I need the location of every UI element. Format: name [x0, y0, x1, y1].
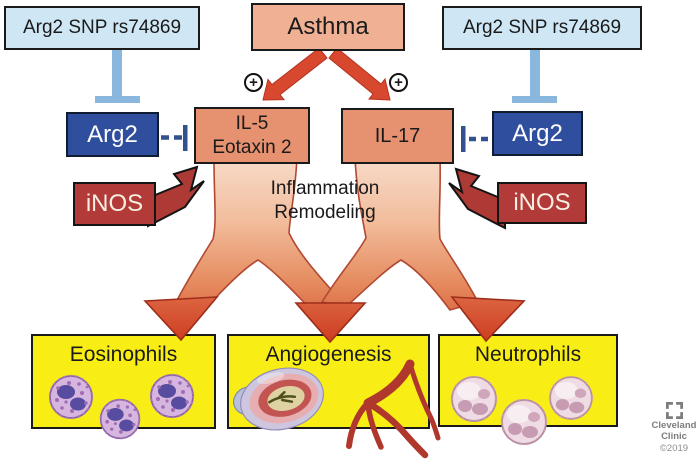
brand-name-line2: Clinic [661, 430, 687, 442]
dashed-inhibit-tbar-left [183, 125, 188, 151]
node-label: Eotaxin 2 [212, 136, 292, 158]
outcome-box-neutrophils: Neutrophils [438, 334, 618, 427]
inhibit-cap-left [95, 96, 140, 103]
remodeling-line: Remodeling [274, 202, 376, 224]
outcome-label-eosinophils: Eosinophils [69, 343, 178, 366]
node-il5-eotaxin2: IL-5 Eotaxin 2 [194, 107, 310, 164]
node-label: Arg2 SNP rs74869 [462, 17, 622, 38]
outcome-box-eosinophils: Eosinophils [31, 334, 216, 429]
inhibit-cap-right [512, 96, 557, 103]
outcome-label-neutrophils: Neutrophils [474, 343, 582, 366]
node-label: iNOS [85, 190, 144, 217]
brand-name-line1: Cleveland [651, 420, 697, 431]
plus-symbol: + [394, 74, 403, 91]
node-label: Asthma [287, 13, 369, 40]
plus-symbol: + [249, 74, 258, 91]
node-arg2-snp-right: Arg2 SNP rs74869 [442, 6, 642, 50]
node-label: IL-17 [374, 124, 421, 147]
inhibit-bar-right [530, 50, 540, 98]
copyright-text: ©2019 [659, 442, 689, 454]
node-arg2-left: Arg2 [66, 112, 159, 157]
cleveland-clinic-logo-icon [665, 402, 683, 419]
outcome-box-angiogenesis: Angiogenesis [227, 334, 430, 429]
outcome-label-angiogenesis: Angiogenesis [265, 343, 392, 366]
inos-arrow-left [147, 165, 205, 228]
inflammation-remodeling-text: Inflammation Remodeling [235, 177, 415, 226]
node-asthma: Asthma [251, 3, 405, 51]
node-label: Arg2 [87, 120, 138, 148]
dashed-inhibit-tbar-right [461, 126, 466, 152]
node-label: Arg2 SNP rs74869 [22, 17, 182, 38]
node-label: IL-5 [235, 113, 269, 135]
asthma-arrow-to-il5 [262, 47, 328, 101]
cleveland-clinic-credit: Cleveland Clinic ©2019 [640, 402, 700, 455]
node-label: iNOS [513, 189, 571, 216]
node-arg2-right: Arg2 [492, 111, 583, 156]
inhibit-bar-left [112, 50, 122, 98]
node-inos-right: iNOS [497, 182, 587, 224]
node-inos-left: iNOS [73, 182, 156, 226]
asthma-arrow-to-il17 [328, 47, 391, 101]
plus-circle-icon: + [389, 73, 408, 92]
node-arg2-snp-left: Arg2 SNP rs74869 [4, 6, 200, 50]
inflammation-line: Inflammation [270, 178, 380, 199]
node-il17: IL-17 [341, 108, 454, 164]
plus-circle-icon: + [244, 73, 263, 92]
node-label: Arg2 [512, 119, 563, 147]
